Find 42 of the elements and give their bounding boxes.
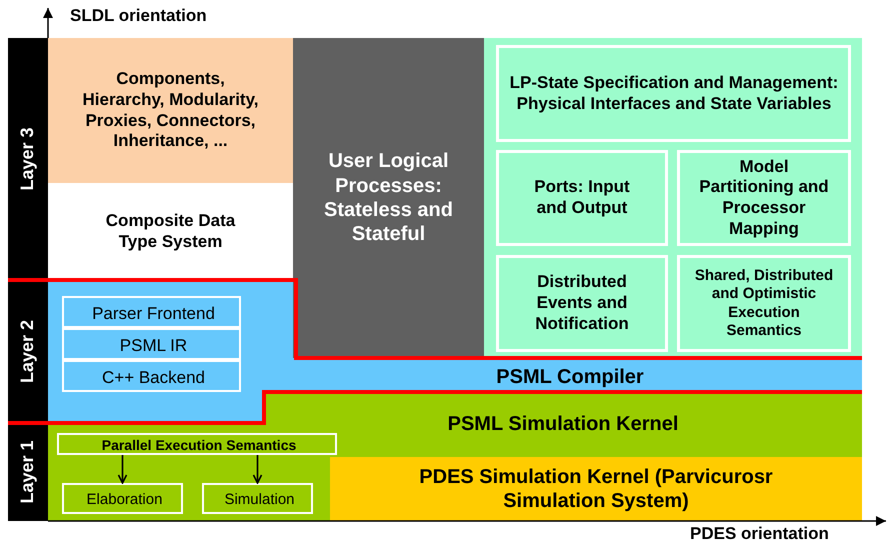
box-label: PSML Compiler — [495, 364, 645, 390]
component-box — [202, 483, 313, 514]
box-label: Parser Frontend — [91, 302, 216, 325]
box-label: Simulation — [223, 490, 296, 510]
component-box — [496, 255, 668, 352]
arrow — [118, 455, 128, 484]
box-label: Components, Hierarchy, Modularity, Proxies, Connectors, Inheritance, ... — [81, 68, 260, 152]
box-label: Parallel Execution Semantics — [100, 436, 298, 456]
layer-box — [293, 38, 484, 358]
component-box — [496, 45, 851, 142]
layer-box — [48, 38, 293, 183]
box-label: User Logical Processes: Stateless and Stateful — [323, 149, 454, 248]
layer-box — [484, 38, 862, 358]
box-label: PDES Simulation Kernel (Parvicurosr Simulation System) — [418, 464, 774, 514]
arrow — [252, 455, 262, 484]
layer-label: Layer 1 — [16, 439, 38, 506]
box-label: Composite Data Type System — [104, 210, 236, 252]
layer-box — [330, 457, 862, 521]
component-box — [57, 433, 337, 455]
box-label: PSML IR — [118, 334, 188, 357]
layer-label-band — [8, 38, 48, 280]
box-label: Ports: Input and Output — [533, 176, 631, 219]
layer-label-band — [8, 280, 48, 423]
component-box — [62, 483, 183, 514]
box-label: LP-State Specification and Management: Physical Interfaces and State Variables — [509, 72, 839, 114]
component-box — [62, 360, 241, 392]
component-box — [62, 328, 241, 360]
box-label: Distributed Events and Notification — [534, 271, 630, 335]
axis-label: SLDL orientation — [70, 6, 207, 26]
box-label: Elaboration — [86, 490, 164, 510]
layer-label: Layer 3 — [16, 126, 38, 193]
component-box — [62, 296, 241, 328]
layer-label: Layer 2 — [16, 318, 38, 386]
component-box — [677, 150, 851, 246]
box-label: PSML Simulation Kernel — [446, 412, 680, 437]
box-label: Model Partitioning and Processor Mapping — [698, 156, 830, 240]
layer-label-band — [8, 423, 48, 521]
component-box — [677, 255, 851, 352]
axis-label: PDES orientation — [690, 524, 829, 544]
box-label: Shared, Distributed and Optimistic Execution Semantics — [694, 266, 834, 341]
component-box — [496, 150, 668, 246]
box-label: C++ Backend — [100, 366, 206, 389]
